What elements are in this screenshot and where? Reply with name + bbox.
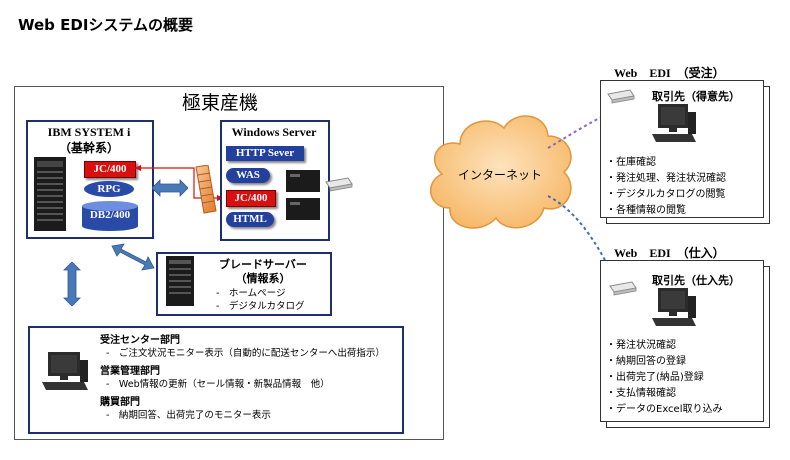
windows-server-title: Windows Server xyxy=(231,125,317,139)
dept-order-center-name: 受注センター部門 xyxy=(100,335,180,346)
router-icon xyxy=(325,177,353,192)
edi-purchase-heading: Web EDI （仕入） xyxy=(614,246,725,260)
dept-purchasing-name: 購買部門 xyxy=(100,397,140,408)
edi-purchase-item: ・支払情報確認 xyxy=(606,388,676,399)
page-title: Web EDIシステムの概要 xyxy=(18,16,193,34)
dept-sales-mgmt-name: 営業管理部門 xyxy=(100,366,160,377)
supplier-pc-icon xyxy=(652,288,696,326)
windows-jc400-label: JC/400 xyxy=(226,190,276,207)
ibm-db2-label: DB2/400 xyxy=(89,209,131,221)
departments-box xyxy=(28,326,404,434)
database-cylinder-icon xyxy=(82,201,138,231)
internet-label: インターネット xyxy=(457,168,542,182)
edi-order-item: ・発注処理、発注状況確認 xyxy=(606,173,726,184)
edi-order-list: ・在庫確認 ・発注処理、発注状況確認 ・デジタルカタログの閲覧 ・各種情報の閲覧 xyxy=(606,153,756,217)
edi-purchase-list: ・発注状況確認 ・納期回答の登録 ・出荷完了(納品)登録 ・支払情報確認 ・デー… xyxy=(606,336,756,418)
ibm-system-subtitle: （基幹系） xyxy=(58,141,119,155)
supplier-router-icon xyxy=(609,281,637,296)
customer-pc-icon xyxy=(652,104,696,142)
dept-purchasing-detail: - 納期回答、出荷完了のモニター表示 xyxy=(106,410,271,421)
edi-purchase-item: ・データのExcel取り込み xyxy=(606,404,723,415)
edi-purchase-partner: 取引先（仕入先） xyxy=(652,274,740,287)
ibm-system-title: IBM SYSTEM i xyxy=(47,125,131,139)
dept-sales-mgmt-detail: - Web情報の更新（セール情報・新製品情報 他） xyxy=(106,379,330,390)
ibm-rpg-label: RPG xyxy=(84,181,134,197)
edi-order-heading: Web EDI （受注） xyxy=(614,66,725,80)
edi-order-partner: 取引先（得意先） xyxy=(652,90,740,103)
ibm-server-icon xyxy=(34,157,66,231)
diagonal-double-arrow xyxy=(111,243,155,271)
windows-server-units-icon xyxy=(286,170,320,220)
departments-pc-icon xyxy=(42,352,88,390)
windows-was-label: WAS xyxy=(226,168,270,183)
internet-cloud-icon xyxy=(429,115,572,229)
blade-item-homepage: - ホームページ xyxy=(216,288,286,299)
firewall-icon xyxy=(195,165,217,214)
edi-order-item: ・各種情報の閲覧 xyxy=(606,205,686,216)
blade-item-catalog: - デジタルカタログ xyxy=(216,301,305,312)
edi-order-card xyxy=(600,80,764,218)
ibm-jc400-label: JC/400 xyxy=(84,161,136,178)
edi-order-item: ・在庫確認 xyxy=(606,157,656,168)
windows-html-label: HTML xyxy=(226,212,274,227)
vertical-double-arrow xyxy=(63,262,81,306)
edi-order-item: ・デジタルカタログの閲覧 xyxy=(606,189,726,200)
ibm-firewall-double-arrow xyxy=(152,179,188,197)
edi-purchase-item: ・発注状況確認 xyxy=(606,340,676,351)
windows-http-label: HTTP Sever xyxy=(226,146,304,161)
customer-router-icon xyxy=(607,89,635,104)
company-name: 極東産機 xyxy=(181,92,258,114)
edi-purchase-item: ・納期回答の登録 xyxy=(606,356,686,367)
edi-purchase-item: ・出荷完了(納品)登録 xyxy=(606,372,704,383)
blade-server-icon xyxy=(166,256,194,306)
blade-server-title: ブレードサーバー xyxy=(219,258,307,271)
link-cloud-to-supplier xyxy=(547,195,615,279)
dept-order-center-detail: - ご注文状況モニター表示（自動的に配送センターへ出荷指示） xyxy=(106,348,385,359)
blade-server-subtitle: （情報系） xyxy=(235,272,291,285)
